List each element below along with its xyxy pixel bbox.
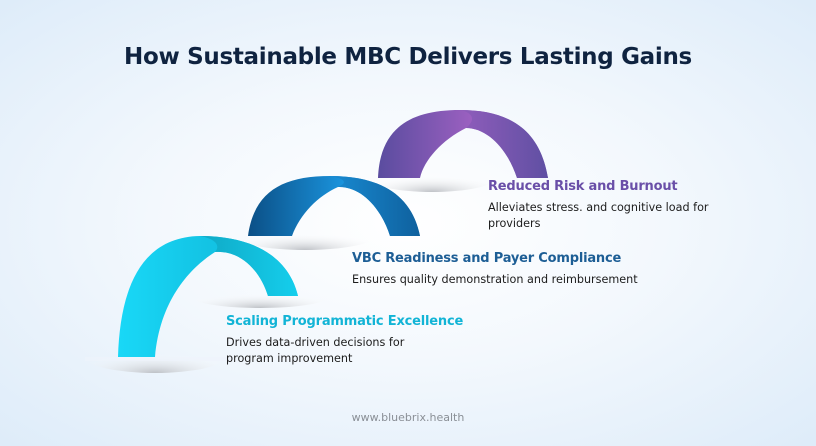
step-description-line: Alleviates stress. and cognitive load fo…: [488, 201, 709, 214]
step-description: Ensures quality demonstration and reimbu…: [352, 273, 638, 286]
footer-url: www.bluebrix.health: [351, 411, 465, 424]
step-description: Drives data-driven decisions for program…: [226, 335, 526, 367]
step-description-line: Drives data-driven decisions for: [226, 336, 405, 349]
step-3-reduced-risk-burnout: Reduced Risk and Burnout Alleviates stre…: [488, 179, 768, 232]
page-title: How Sustainable MBC Delivers Lasting Gai…: [124, 44, 692, 70]
step-description: Alleviates stress. and cognitive load fo…: [488, 200, 768, 232]
step-description-line: providers: [488, 217, 541, 230]
arch-blue: [235, 176, 420, 250]
step-2-vbc-readiness: VBC Readiness and Payer Compliance Ensur…: [352, 251, 712, 288]
step-description-line: program improvement: [226, 352, 353, 365]
step-1-scaling-programmatic-excellence: Scaling Programmatic Excellence Drives d…: [226, 314, 526, 367]
step-heading: VBC Readiness and Payer Compliance: [352, 251, 622, 266]
step-heading: Reduced Risk and Burnout: [488, 179, 678, 194]
arch-purple: [368, 110, 548, 192]
step-heading: Scaling Programmatic Excellence: [226, 314, 464, 329]
